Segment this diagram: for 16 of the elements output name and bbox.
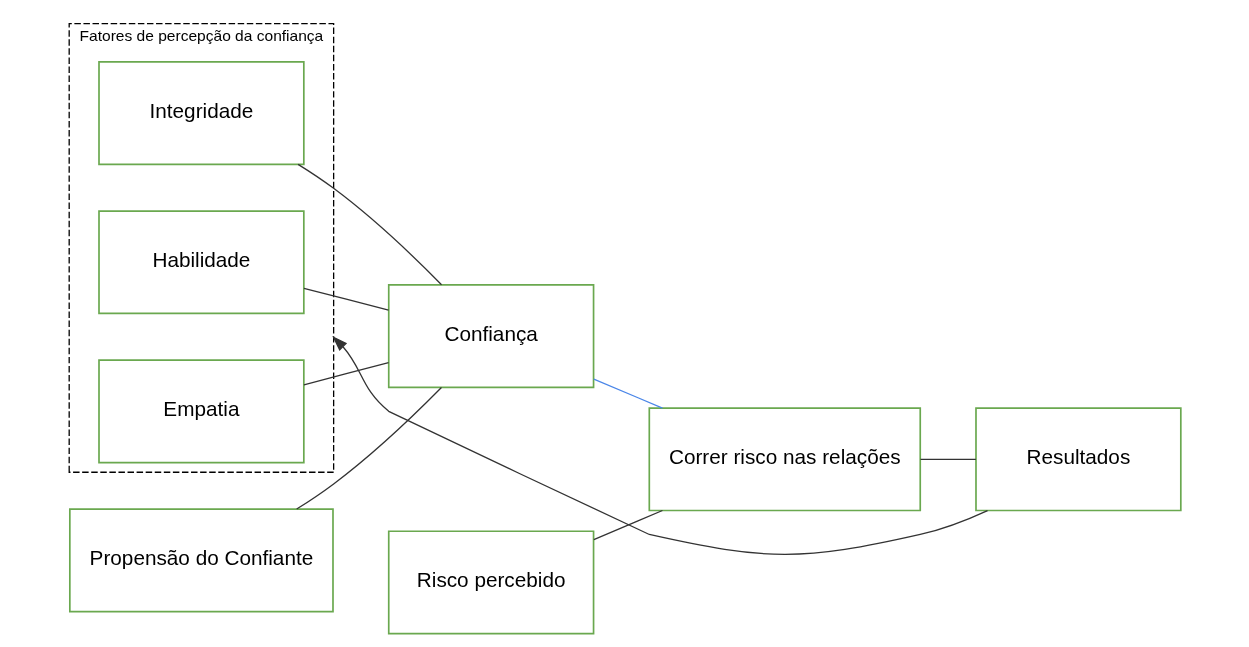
connector xyxy=(592,509,663,541)
connector xyxy=(295,386,442,510)
arrow xyxy=(331,336,988,556)
connector xyxy=(592,378,663,409)
node-box: Integridade xyxy=(97,61,305,166)
node-box: Resultados xyxy=(974,407,1182,512)
node-box: Habilidade xyxy=(97,210,305,315)
node-box: Risco percebido xyxy=(387,530,594,635)
connector xyxy=(919,458,976,460)
node-box: Propensão do Confiante xyxy=(68,508,334,613)
node-box: Correr risco nas relações xyxy=(647,407,921,512)
node-box: Confiança xyxy=(387,284,594,389)
connector xyxy=(302,362,389,386)
connector xyxy=(302,287,389,311)
connector xyxy=(296,163,442,286)
node-box: Empatia xyxy=(97,359,305,464)
